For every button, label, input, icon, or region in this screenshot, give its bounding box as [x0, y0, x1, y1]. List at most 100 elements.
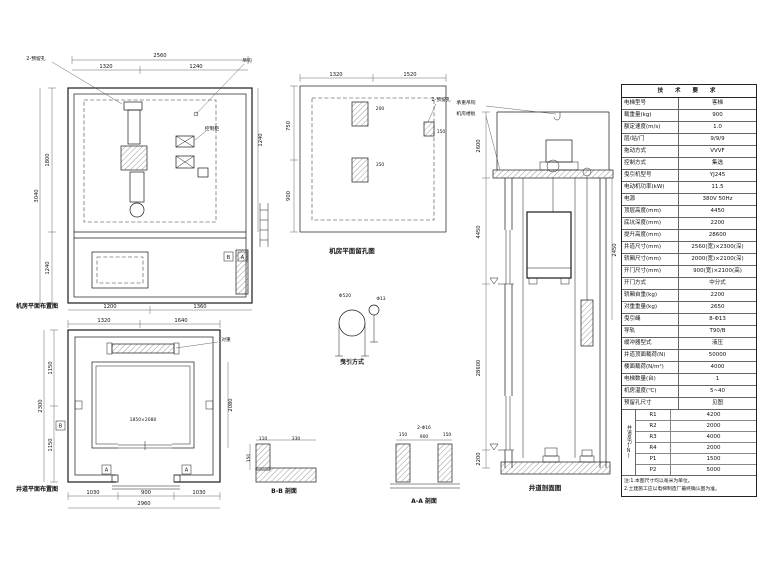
floor-level-marker [489, 277, 499, 285]
shaft-inner-wall [74, 336, 214, 476]
view-title-shaft-plan: 井道平面布置图 [16, 485, 58, 493]
spec-row: 电动机功率(kW)11.5 [622, 182, 756, 194]
landing-door-sill [112, 485, 180, 490]
safety-gear [560, 277, 570, 285]
leader-line [485, 105, 557, 115]
section-marker-box [223, 251, 234, 262]
machine-room-outer-wall [67, 87, 253, 304]
door-jamb-wall [437, 443, 453, 483]
spec-value: 5~40 [709, 388, 726, 394]
leader-line [194, 130, 207, 141]
counterweight-buffer [581, 449, 593, 457]
spec-label: 电梯型号 [622, 98, 679, 109]
spec-value: 4000 [710, 364, 725, 370]
spec-value: 4450 [710, 208, 725, 214]
spec-value: 900 [712, 112, 723, 118]
spec-row: 载重量(kg) 900 [622, 110, 756, 122]
reaction-id: P1 [636, 454, 671, 464]
spec-label: 轿厢自重(kg) [622, 290, 679, 301]
dimension-label: A [185, 468, 189, 474]
dimension-label: 1800 [45, 153, 51, 166]
dimension-label: 2-Φ16 [417, 425, 431, 431]
dimension-label: 900 [420, 434, 429, 440]
dimension-label: 150 [246, 454, 252, 463]
section-bb-view [249, 439, 317, 483]
reaction-id: R4 [636, 443, 671, 453]
landing-door-lines [505, 230, 511, 450]
note-line: 注:1.本图尺寸均以毫米为单位。 [624, 479, 693, 484]
dimension-label: 2450 [612, 243, 618, 256]
spec-row: 电梯型号 客梯 [622, 98, 756, 110]
traction-machine-part [123, 101, 143, 111]
dimension-label: 1850×2080 [130, 417, 157, 423]
spec-row: 电梯数量(台)1 [622, 374, 756, 386]
dimension-label: 1320 [97, 318, 110, 324]
dimension-line [67, 492, 221, 509]
spec-label: 缓冲器型式 [622, 338, 679, 349]
dimension-line [482, 111, 490, 469]
spec-table-title: 技 术 要 求 [622, 85, 756, 98]
section-marker-box [181, 464, 192, 475]
reaction-label: 井道反力(N) [622, 410, 636, 475]
ladder [259, 203, 269, 247]
spec-row: 轿厢尺寸(mm)2000(宽)×2100(深) [622, 254, 756, 266]
spec-value: 1 [715, 376, 720, 382]
dimension-label: 1030 [86, 490, 99, 496]
spec-value: 8-Φ13 [709, 316, 726, 322]
dimension-label: 控制柜 [205, 125, 220, 132]
spec-label: 层/站/门 [622, 134, 679, 145]
dimension-label: 对重 [221, 336, 231, 343]
control-cabinet-cross [175, 135, 195, 148]
spec-label: 载重量(kg) [622, 110, 679, 121]
spec-label: 预留孔尺寸 [622, 398, 679, 409]
dimension-label: 1520 [403, 72, 416, 78]
traction-method-view [335, 304, 380, 357]
leader-line [175, 341, 219, 349]
spec-label: 曳引机型号 [622, 170, 679, 181]
counterweight-bracket [106, 342, 113, 355]
spec-label: 额定速度(m/s) [622, 122, 679, 133]
reserved-hole [351, 101, 369, 127]
dimension-label: 承重吊钩 [456, 99, 475, 106]
guide-rail-bracket [205, 400, 214, 410]
spec-label: 开门尺寸(mm) [622, 266, 679, 277]
machine-room-walls [496, 111, 610, 170]
sheave-symbol [129, 202, 145, 218]
spec-value: 客梯 [711, 100, 723, 106]
machine-room-hole-plan-view [290, 74, 447, 233]
ladder-rungs [259, 203, 269, 247]
section-marker-box [101, 464, 112, 475]
spec-row: 提升高度(mm)28600 [622, 230, 756, 242]
door-jamb [173, 474, 181, 483]
leader-line [51, 61, 123, 105]
spec-label: 曳引绳 [622, 314, 679, 325]
dimension-label: 3040 [34, 189, 40, 202]
hole-zone-dashed [311, 97, 435, 221]
leader-line [485, 115, 501, 171]
dimension-label: 1320 [99, 64, 112, 70]
dimension-label: Φ13 [376, 296, 385, 302]
hook-symbol [193, 111, 199, 117]
spec-label: 开门方式 [622, 278, 679, 289]
dimension-label: 900 [141, 490, 151, 496]
dimension-line [299, 74, 447, 82]
section-marker-box [55, 420, 66, 431]
equipment-zone-dashed [83, 99, 217, 223]
spec-label: 控制方式 [622, 158, 679, 169]
dimension-label: A [241, 255, 245, 261]
control-cabinet [175, 135, 195, 148]
control-cabinet-cross [175, 155, 195, 169]
car-outline [91, 361, 195, 449]
counterweight-buffer-base [579, 455, 595, 463]
sill-upstand [255, 443, 271, 471]
dimension-label: 28600 [476, 360, 482, 377]
shaft-section-view [482, 105, 614, 475]
rope-lines [338, 315, 375, 356]
pit-slab [500, 461, 611, 475]
reaction-id: R2 [636, 421, 671, 431]
